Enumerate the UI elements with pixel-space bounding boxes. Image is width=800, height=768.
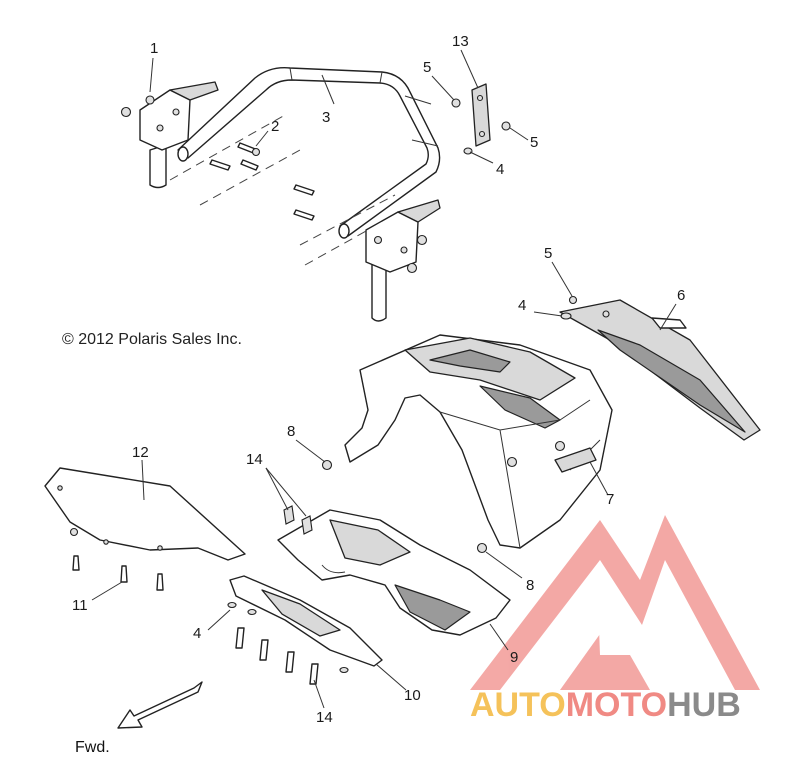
- callout-5: 5: [530, 134, 538, 151]
- left-bracket: [120, 81, 219, 189]
- screw-icon: [501, 121, 511, 131]
- bolts-2: [209, 142, 315, 221]
- part-9-panel: [277, 505, 511, 636]
- callout-8: 8: [526, 577, 534, 594]
- nut-icon: [416, 234, 428, 246]
- screw-icon: [568, 295, 578, 305]
- forward-direction-label: Fwd.: [75, 739, 110, 756]
- watermark-logo-inner: [598, 600, 640, 655]
- callout-12: 12: [132, 444, 149, 461]
- copyright-notice: © 2012 Polaris Sales Inc.: [62, 331, 242, 348]
- screw-icon: [451, 98, 461, 108]
- callout-6: 6: [677, 287, 685, 304]
- callout-1: 1: [150, 40, 158, 57]
- right-bracket: [365, 199, 441, 322]
- rivet-icon: [602, 310, 610, 318]
- forward-arrow-icon: [117, 681, 203, 729]
- watermark-logo: [470, 515, 760, 690]
- watermark-word-auto: AUTO: [470, 686, 566, 724]
- callout-7: 7: [606, 491, 614, 508]
- callout-10: 10: [404, 687, 421, 704]
- part-13-bracket: [451, 83, 511, 155]
- nut-icon: [120, 106, 132, 118]
- watermark-word-moto: MOTO: [566, 686, 667, 724]
- callout-5: 5: [423, 59, 431, 76]
- callout-4: 4: [518, 297, 526, 314]
- part-6-panel: [559, 295, 761, 441]
- watermark-word-hub: HUB: [667, 686, 741, 724]
- callout-11: 11: [72, 597, 88, 614]
- callout-14: 14: [316, 709, 333, 726]
- alignment-line: [169, 114, 286, 181]
- watermark-text: AUTOMOTOHUB: [470, 686, 741, 724]
- screw-icon: [476, 542, 488, 554]
- callout-13: 13: [452, 33, 469, 50]
- callout-9: 9: [510, 649, 518, 666]
- callout-5: 5: [544, 245, 552, 262]
- nut-icon: [406, 262, 418, 274]
- callout-3: 3: [322, 109, 330, 126]
- part-10-guard: [227, 575, 383, 685]
- part-3-grab-bar: [177, 67, 441, 239]
- alignment-line: [199, 149, 301, 206]
- washer-icon: [463, 147, 473, 155]
- part-12-shield: [44, 467, 246, 591]
- callout-14: 14: [246, 451, 263, 468]
- callout-4: 4: [496, 161, 504, 178]
- watermark-logo-mark: [470, 515, 760, 690]
- callout-8: 8: [287, 423, 295, 440]
- screw-icon: [321, 459, 333, 471]
- alignment-line: [299, 194, 396, 246]
- callouts: 1 2 3 13 5 5 4 5 4 6 7 8 8 12 14 11 4 9 …: [72, 33, 685, 726]
- screw-icon: [69, 527, 79, 537]
- callout-4: 4: [193, 625, 201, 642]
- leader-lines: [91, 49, 677, 709]
- callout-2: 2: [271, 118, 279, 135]
- alignment-line: [304, 214, 396, 266]
- washer-icon: [560, 312, 572, 320]
- part-7-fender: [321, 334, 613, 554]
